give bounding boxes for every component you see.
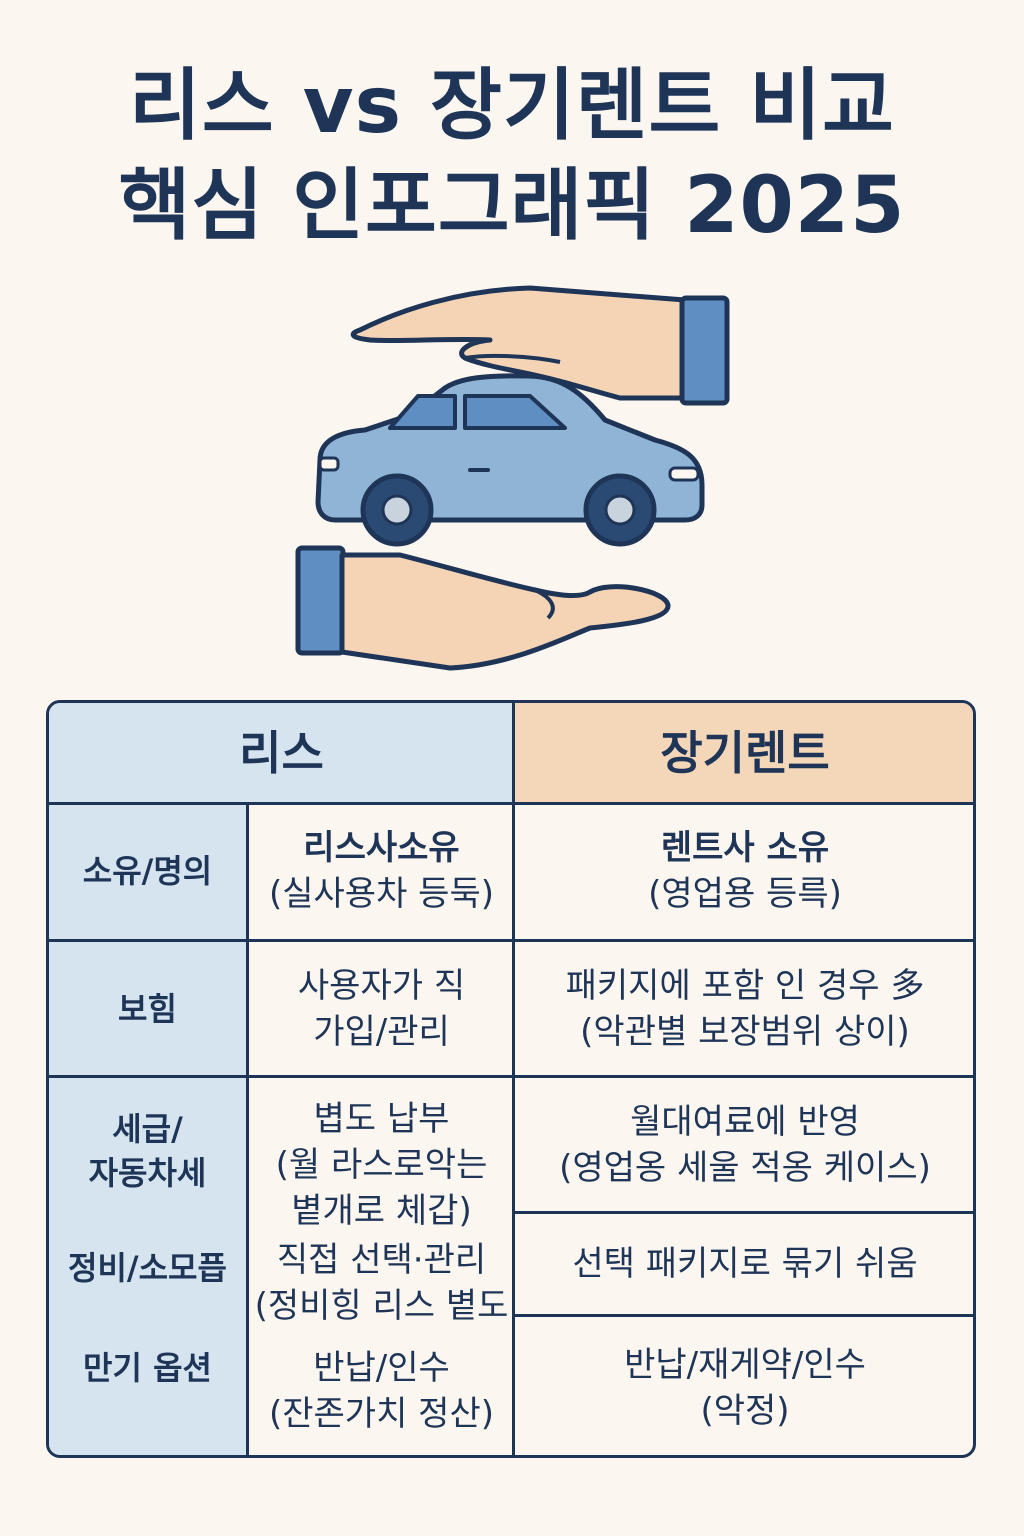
cell-line: (영업옹 세울 적옹 케이스): [559, 1147, 931, 1188]
row-label-tax: 세급/ 자동차세: [49, 1093, 246, 1208]
cell-line: 반납/인수: [313, 1348, 450, 1388]
row-label-text: 보힘: [118, 989, 177, 1028]
row-label-maintenance: 정비/소모픕: [49, 1238, 246, 1298]
row-label-text: 소유/명의: [82, 852, 213, 890]
divider: [49, 802, 973, 805]
cell-line: (악관별 보장범위 상이): [580, 1011, 910, 1052]
divider: [512, 1211, 973, 1214]
cell-line: 렌트사 소유: [660, 828, 830, 868]
title-line-2: 핵심 인포그래픽 2025: [118, 161, 906, 251]
cell-line: 가입/관리: [313, 1011, 450, 1052]
car-icon: [315, 373, 705, 547]
cell-line: 리스사소유: [303, 828, 460, 868]
header-rent-label: 장기렌트: [660, 726, 830, 780]
lease-ownership: 리스사소유 (실사용차 등둑): [249, 803, 514, 939]
title-line-1: 리스 vs 장기렌트 비교: [129, 61, 895, 151]
row-label-text: 만기 옵션: [83, 1349, 212, 1387]
lease-insurance: 사용자가 직 가입/관리: [249, 942, 514, 1075]
cell-line: (악정): [700, 1390, 790, 1431]
top-hand-icon: [350, 285, 730, 406]
row-label-text: 정비/소모픕: [68, 1249, 227, 1287]
cell-line: (영업용 등륵): [648, 874, 842, 914]
cell-line: 패키지에 포함 인 경우 多: [565, 965, 925, 1006]
bottom-hand-icon: [295, 545, 671, 671]
cell-line: 볕개로 체갑): [291, 1191, 472, 1231]
lease-tax: 볍도 납부 (월 라스로악는 볕개로 체갑): [249, 1095, 514, 1235]
rent-tax: 월대여료에 반영 (영업옹 세울 적옹 케이스): [514, 1078, 973, 1211]
header-lease-label: 리스: [239, 726, 324, 780]
divider: [246, 803, 249, 1455]
hands-protecting-car-icon: [295, 285, 730, 671]
rent-maturity: 반납/재게약/인수 (악정): [514, 1317, 973, 1455]
cell-line: 선택 패키지로 묶기 쉬움: [572, 1244, 918, 1284]
cell-line: (정비힝 리스 볕도: [254, 1286, 509, 1326]
row-label-insurance: 보힘: [49, 942, 246, 1075]
divider: [512, 1314, 973, 1317]
page-title: 리스 vs 장기렌트 비교 핵심 인포그래픽 2025: [0, 56, 1024, 256]
cell-line: 직접 선택·관리: [276, 1240, 487, 1280]
lease-maintenance: 직접 선택·관리 (정비힝 리스 볕도: [249, 1233, 514, 1333]
header-rent: 장기렌트: [514, 703, 973, 803]
row-label-maturity: 만기 옵션: [49, 1338, 246, 1398]
row-label-text: 자동차세: [88, 1153, 207, 1192]
divider: [49, 1075, 973, 1078]
divider: [49, 939, 973, 942]
cell-line: 사용자가 직: [297, 965, 466, 1006]
cell-line: 월대여료에 반영: [630, 1101, 860, 1142]
cell-line: (실사용차 등둑): [268, 874, 495, 914]
cell-line: (잔존가치 정산): [268, 1394, 495, 1434]
header-lease: 리스: [49, 703, 514, 803]
row-label-column: [49, 803, 246, 1455]
rent-maintenance: 선택 패키지로 묶기 쉬움: [514, 1214, 973, 1314]
lease-maturity: 반납/인수 (잔존가치 정산): [249, 1341, 514, 1441]
cell-line: 볍도 납부: [313, 1099, 450, 1139]
comparison-table: 리스 장기렌트 소유/명의 리스사소유 (실사용차 등둑) 렌트사 소유 (영업…: [46, 700, 976, 1458]
cell-line: 반납/재게약/인수: [624, 1344, 866, 1385]
rent-insurance: 패키지에 포함 인 경우 多 (악관별 보장범위 상이): [514, 942, 973, 1075]
divider: [512, 703, 515, 1455]
row-label-text: 세급/: [112, 1109, 183, 1148]
cell-line: (월 라스로악는: [275, 1145, 488, 1185]
row-label-ownership: 소유/명의: [49, 803, 246, 939]
rent-ownership: 렌트사 소유 (영업용 등륵): [514, 803, 973, 939]
